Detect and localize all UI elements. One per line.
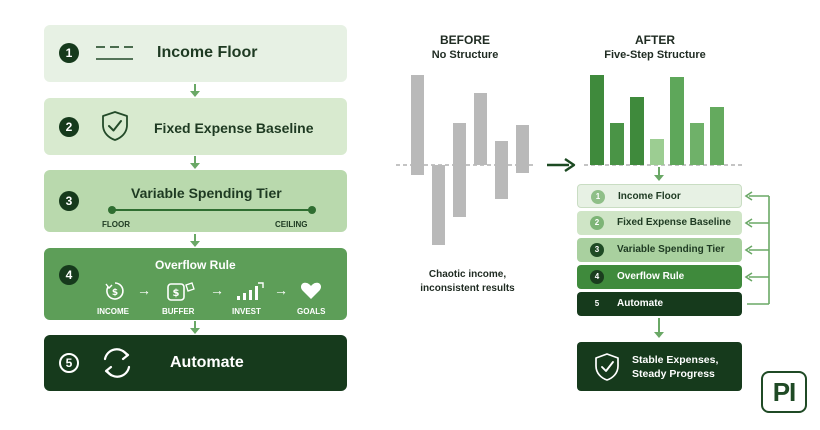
before-caption-line2: inconsistent results [420,283,515,294]
transition-arrow [547,158,576,172]
step-automate: 5 Automate [44,335,347,391]
before-bar [411,75,424,175]
result-text: Stable Expenses, Steady Progress [632,353,718,381]
after-bar [650,139,664,165]
before-caption-line1: Chaotic income, [428,269,507,280]
mini-step-number: 1 [591,190,605,204]
step-variable-spending-tier: 3 Variable Spending Tier FLOOR CEILING [44,170,347,232]
after-bar [710,107,724,165]
shield-check-icon [102,111,128,141]
range-floor-label: FLOOR [102,220,130,229]
step-fixed-expense-baseline: 2 Fixed Expense Baseline [44,98,347,155]
money-clock-icon: $ [105,282,124,300]
step-title: Variable Spending Tier [131,185,282,201]
before-bar-chart [396,75,536,245]
mini-step-label: Variable Spending Tier [617,244,725,255]
flow-arrow-icon: → [274,282,288,298]
cycle-arrows-icon [103,348,131,378]
before-caption: Chaotic income, inconsistent results [400,268,535,296]
before-bar [516,125,529,173]
mini-step-label: Automate [617,298,664,309]
after-title: AFTER [635,33,675,47]
step-income-floor: 1 Income Floor [44,25,347,82]
result-line2: Steady Progress [632,368,715,380]
mini-step-number: 5 [594,299,600,308]
heart-icon [300,282,322,299]
step-title: Automate [170,354,244,371]
mini-step-label: Overflow Rule [617,271,685,282]
mini-step-fixed-expense-baseline: 2 Fixed Expense Baseline [577,211,742,235]
feedback-loop-arrows [744,191,770,305]
mini-step-label: Income Floor [618,191,681,202]
pi-logo: PI [761,371,807,413]
after-heading: AFTER Five-Step Structure [580,33,730,61]
before-bar [495,141,508,199]
before-subtitle: No Structure [431,49,499,61]
range-slider-line [108,206,316,214]
mini-step-income-floor: 1 Income Floor [577,184,742,208]
step-number: 1 [59,43,79,63]
flow-label-invest: INVEST [232,307,261,316]
dashes-icon [96,46,133,60]
after-subtitle: Five-Step Structure [604,49,706,61]
after-bar [610,123,624,165]
after-bar-chart [584,75,744,166]
shield-check-icon [595,353,619,381]
mini-step-automate: 5 Automate [577,292,742,316]
step-number: 3 [59,191,79,211]
before-title: BEFORE [439,33,490,47]
step-number: 4 [59,265,79,285]
step-title: Overflow Rule [155,258,236,272]
step-title: Fixed Expense Baseline [154,120,314,136]
flow-label-goals: GOALS [297,307,326,316]
result-line1: Stable Expenses, [632,354,719,366]
range-ceiling-label: CEILING [275,220,308,229]
mini-step-label: Fixed Expense Baseline [617,217,731,228]
before-bar [432,165,445,245]
svg-text:$: $ [112,288,118,298]
before-bar [474,93,487,165]
after-bar [630,97,644,165]
step-title: Income Floor [157,44,258,61]
flow-label-buffer: BUFFER [162,307,195,316]
step-number: 2 [59,117,79,137]
after-bar [670,77,684,165]
flow-arrow-icon: → [137,282,151,298]
step-overflow-rule: 4 Overflow Rule $ → $ → → INCOME BUFFER … [44,248,347,320]
mini-step-number: 2 [590,216,604,230]
step-number: 5 [59,353,79,373]
before-bar [453,123,466,217]
after-bar [590,75,604,165]
mini-step-variable-spending-tier: 3 Variable Spending Tier [577,238,742,262]
before-heading: BEFORE No Structure [400,33,530,61]
mini-step-number: 4 [590,270,604,284]
result-box: Stable Expenses, Steady Progress [577,342,742,391]
growth-bars-icon [237,282,264,300]
flow-arrow-icon: → [210,282,224,298]
svg-text:$: $ [173,288,180,299]
flow-label-income: INCOME [97,307,129,316]
mini-step-overflow-rule: 4 Overflow Rule [577,265,742,289]
money-jar-icon: $ [167,282,195,301]
after-bar [690,123,704,165]
mini-step-number: 3 [590,243,604,257]
